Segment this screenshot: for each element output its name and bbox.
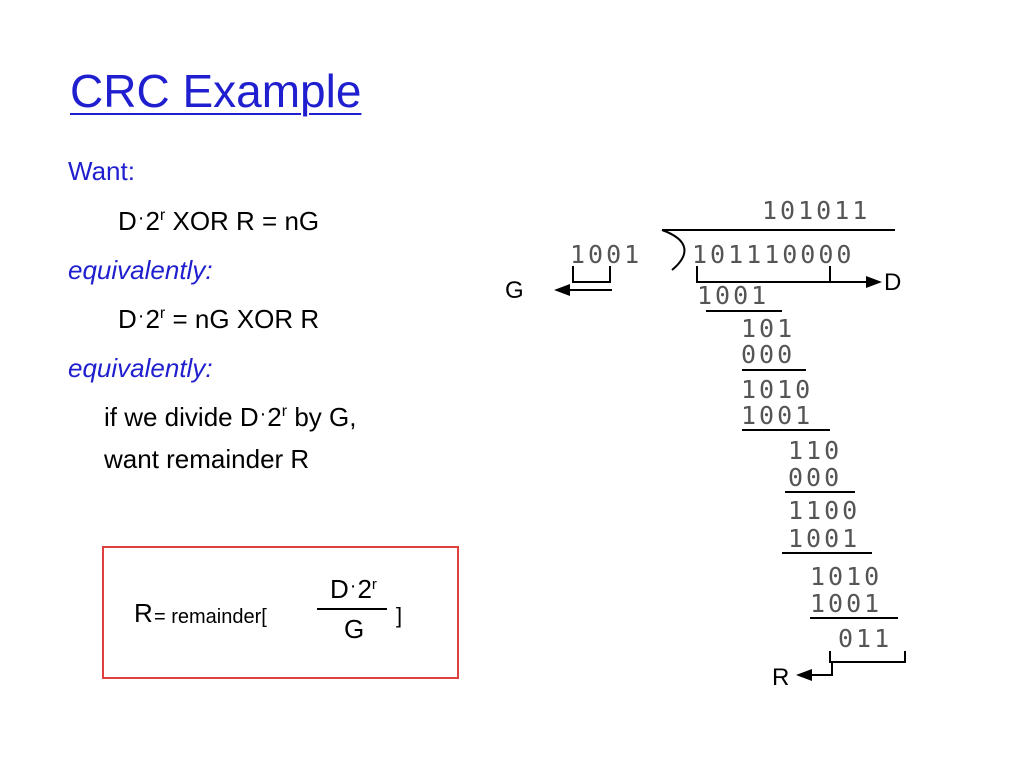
- step-3: 000: [741, 340, 795, 369]
- formula-num-exp: r: [371, 576, 377, 593]
- g-arrowhead-icon: [554, 284, 570, 296]
- divisor-digits: 1001: [570, 240, 642, 269]
- eq2-two: 2: [145, 304, 160, 334]
- formula-fraction-bar: [317, 608, 387, 610]
- step-8: 1100: [788, 496, 860, 525]
- d-bracket: [696, 266, 831, 283]
- equation-2: D·2r = nG XOR R: [118, 303, 319, 338]
- formula-denominator: G: [344, 614, 365, 644]
- divide-line-2: want remainder R: [104, 444, 310, 474]
- eq1-dot: ·: [137, 207, 145, 229]
- quotient-digits: 101011: [762, 196, 870, 225]
- r-arrow-line: [810, 662, 833, 676]
- slide-title: CRC Example: [70, 65, 362, 117]
- formula-numerator: D·2r: [330, 574, 377, 607]
- formula-num-d: D: [330, 574, 349, 604]
- formula-num-two: 2: [357, 574, 372, 604]
- eq1-d: D: [118, 206, 137, 236]
- step-12: 011: [838, 624, 892, 653]
- step-11: 1001: [810, 589, 882, 618]
- formula-remainder: = remainder[: [154, 606, 267, 628]
- r-bracket: [829, 651, 906, 663]
- divide-two: 2: [267, 402, 282, 432]
- equivalently-1: equivalently:: [68, 255, 213, 285]
- step-2: 101: [741, 314, 795, 343]
- step-4: 1010: [741, 375, 813, 404]
- formula-close-bracket: ]: [396, 603, 403, 628]
- divide-exp: r: [281, 403, 288, 420]
- step-6: 110: [788, 436, 842, 465]
- divide-line-1: if we divide D·2r by G,: [104, 401, 356, 436]
- equivalently-2: equivalently:: [68, 353, 213, 383]
- eq1-two: 2: [145, 206, 160, 236]
- eq1-rest: XOR R = nG: [165, 206, 320, 236]
- eq2-exp: r: [159, 305, 166, 322]
- d-label: D: [884, 269, 901, 296]
- g-label: G: [505, 277, 524, 304]
- r-label: R: [772, 664, 789, 691]
- g-bracket: [572, 266, 611, 283]
- eq2-d: D: [118, 304, 137, 334]
- formula-box: R = remainder[ D·2r G ]: [102, 546, 459, 679]
- step-1: 1001: [697, 281, 769, 310]
- divide-pre: if we divide D: [104, 402, 259, 432]
- step-7: 000: [788, 463, 842, 492]
- r-arrowhead-icon: [796, 669, 812, 681]
- step-10: 1010: [810, 562, 882, 591]
- d-arrowhead-icon: [866, 276, 882, 288]
- divide-dot: ·: [259, 403, 267, 425]
- eq2-dot: ·: [137, 305, 145, 327]
- dividend-digits: 101110000: [692, 240, 854, 269]
- formula-num-dot: ·: [349, 575, 357, 597]
- step-9: 1001: [788, 524, 860, 553]
- formula-r: R: [134, 598, 153, 628]
- eq1-exp: r: [159, 207, 166, 224]
- divide-post: by G,: [287, 402, 357, 432]
- division-bracket: [661, 229, 686, 271]
- equation-1: D·2r XOR R = nG: [118, 205, 319, 240]
- step-5: 1001: [741, 401, 813, 430]
- eq2-rest: = nG XOR R: [165, 304, 320, 334]
- want-label: Want:: [68, 156, 135, 186]
